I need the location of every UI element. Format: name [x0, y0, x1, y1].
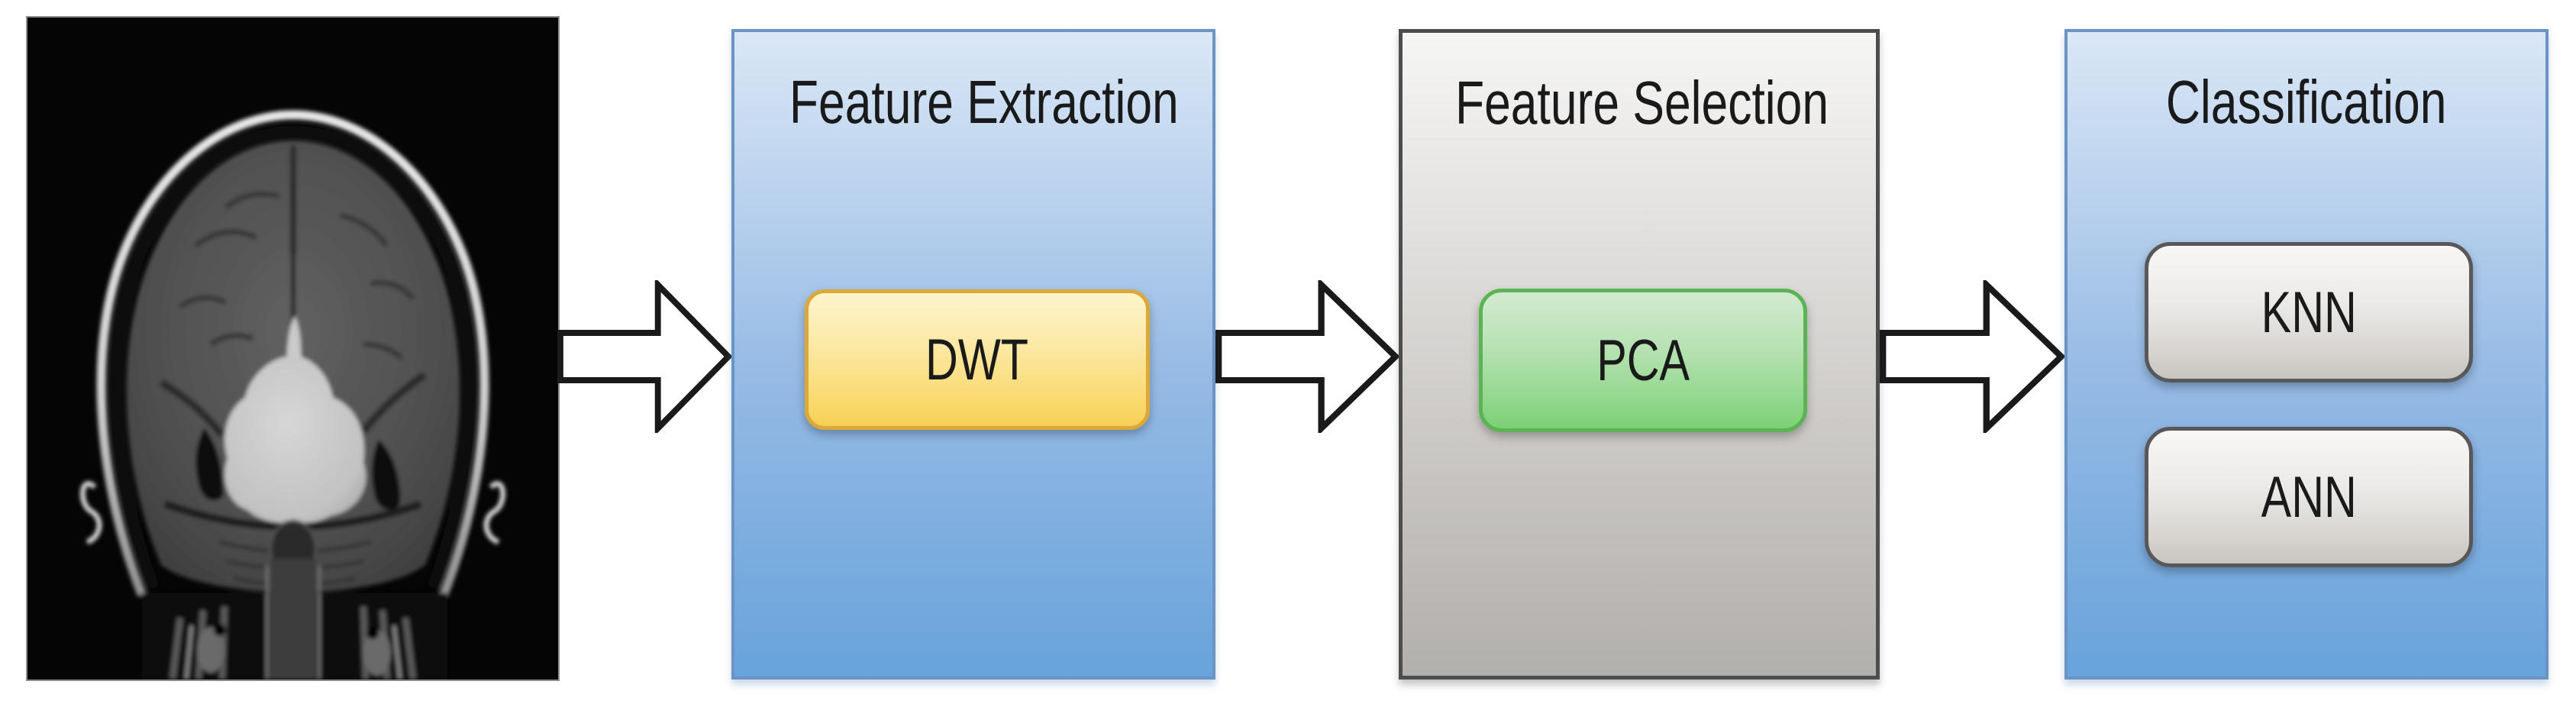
arrow-right-icon: [557, 280, 731, 433]
arrow-right-glyph: [557, 280, 731, 433]
stage-title: Feature Extraction: [734, 67, 1212, 137]
method-ann-label: ANN: [2261, 464, 2357, 530]
arrow-right-icon: [1880, 280, 2064, 433]
stage-title: Feature Selection: [1403, 68, 1876, 138]
method-pca-label: PCA: [1596, 328, 1690, 393]
method-dwt: DWT: [805, 289, 1150, 430]
stage-feature-selection: Feature Selection PCA: [1399, 29, 1880, 680]
mri-brain-image: [26, 16, 560, 681]
method-knn-label: KNN: [2261, 279, 2357, 345]
method-pca: PCA: [1479, 289, 1807, 432]
stage-title-text: Feature Selection: [1454, 69, 1829, 137]
stage-title: Classification: [2068, 67, 2545, 137]
stage-title-text: Feature Extraction: [789, 68, 1179, 136]
stage-classification: Classification KNN ANN: [2064, 29, 2549, 680]
arrow-right-icon: [1215, 280, 1399, 433]
stage-feature-extraction: Feature Extraction DWT: [731, 29, 1215, 680]
arrow-right-glyph: [1215, 280, 1399, 433]
method-knn: KNN: [2145, 242, 2473, 383]
stage-title-text: Classification: [2166, 68, 2447, 136]
method-dwt-label: DWT: [925, 327, 1029, 392]
arrow-right-glyph: [1880, 280, 2064, 433]
method-ann: ANN: [2145, 427, 2473, 567]
mri-brain-illustration: [27, 18, 558, 680]
